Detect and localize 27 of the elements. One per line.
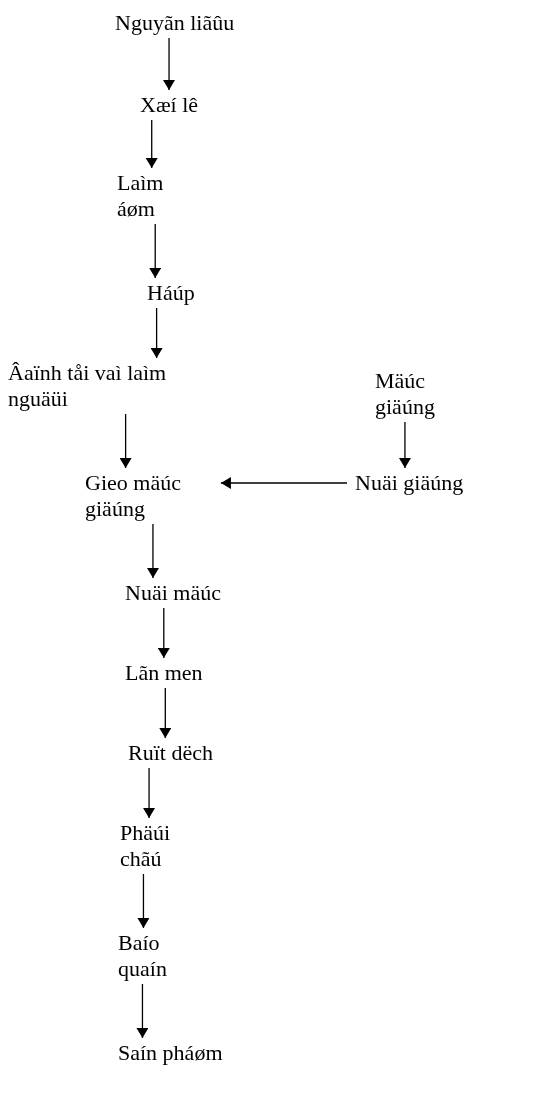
step-label: Laìm áøm — [117, 170, 187, 222]
arrow — [163, 37, 176, 91]
arrow — [159, 687, 172, 739]
step-label: Nguyãn liãûu — [115, 10, 255, 36]
arrow — [145, 119, 158, 169]
step-label: Phäúi chãú — [120, 820, 200, 872]
step-label: Saín pháøm — [118, 1040, 258, 1066]
arrow — [143, 767, 156, 819]
step-label: Baío quaín — [118, 930, 198, 982]
step-label: Nuäi mäúc — [125, 580, 245, 606]
arrow — [157, 607, 170, 659]
step-label: Xæí lê — [140, 92, 220, 118]
arrow — [150, 307, 163, 359]
arrow — [149, 223, 162, 279]
step-label: Gieo mäúc giäúng — [85, 470, 205, 522]
arrow — [398, 421, 411, 469]
step-label: Mäúc giäúng — [375, 368, 465, 420]
arrow — [137, 873, 150, 929]
arrow — [146, 523, 159, 579]
step-label: Lãn men — [125, 660, 245, 686]
step-label: Nuäi giäúng — [355, 470, 530, 496]
step-label: Âaïnh tåi vaì laìm nguäüi — [8, 360, 223, 412]
arrow — [220, 477, 348, 489]
step-label: Háúp — [147, 280, 217, 306]
arrow — [119, 413, 132, 469]
arrow — [136, 983, 149, 1039]
step-label: Ruït dëch — [128, 740, 248, 766]
